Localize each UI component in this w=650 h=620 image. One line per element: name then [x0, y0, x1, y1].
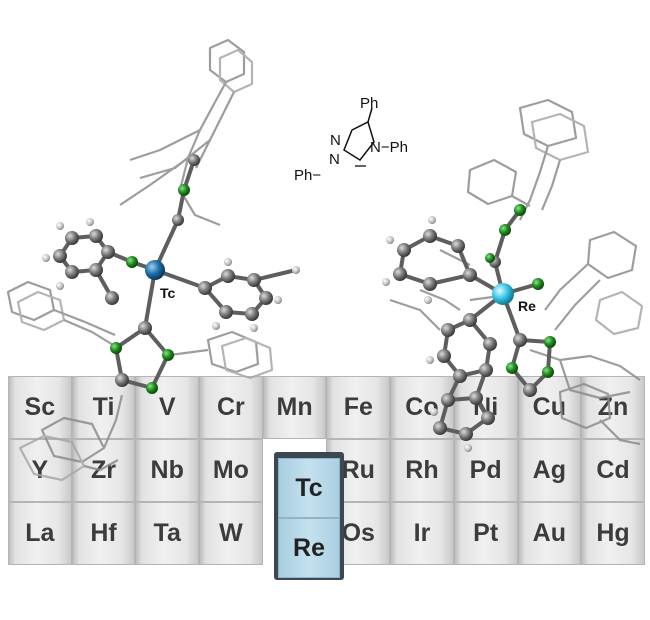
element-au: Au: [517, 502, 582, 565]
element-ag: Ag: [517, 439, 582, 502]
triazole-ligand-scheme: Ph N−Ph Ph− N N: [294, 95, 408, 184]
element-mn: Mn: [262, 376, 327, 439]
element-fe: Fe: [326, 376, 391, 439]
n-atom-label: N: [330, 132, 341, 149]
element-co: Co: [390, 376, 454, 439]
element-sc: Sc: [8, 376, 72, 439]
atoms: [42, 154, 556, 452]
element-la: La: [8, 502, 72, 565]
element-cr: Cr: [199, 376, 263, 439]
element-hf: Hf: [71, 502, 136, 565]
element-zn: Zn: [581, 376, 645, 439]
element-rh: Rh: [390, 439, 454, 502]
element-pt: Pt: [453, 502, 518, 565]
element-y: Y: [8, 439, 72, 502]
element-re-highlighted: Re: [278, 518, 340, 578]
element-ta: Ta: [135, 502, 200, 565]
n-atom-label-2: N: [329, 151, 340, 168]
ph-left-label: Ph−: [294, 167, 321, 184]
element-cd: Cd: [581, 439, 645, 502]
element-mo: Mo: [199, 439, 263, 502]
element-ir: Ir: [390, 502, 454, 565]
element-w: W: [199, 502, 263, 565]
ph-top-label: Ph: [360, 95, 378, 112]
rhenium-atom: [492, 283, 514, 305]
technetium-atom: [145, 260, 165, 280]
element-tc-highlighted: Tc: [278, 458, 340, 518]
nph-right-label: N−Ph: [370, 139, 408, 156]
periodic-table: Sc Ti V Cr Mn Fe Co Ni Cu Zn Y Zr Nb Mo …: [8, 376, 645, 565]
tc-label: Tc: [160, 285, 176, 301]
element-ti: Ti: [71, 376, 136, 439]
element-hg: Hg: [581, 502, 645, 565]
re-label: Re: [518, 298, 536, 314]
element-nb: Nb: [135, 439, 200, 502]
